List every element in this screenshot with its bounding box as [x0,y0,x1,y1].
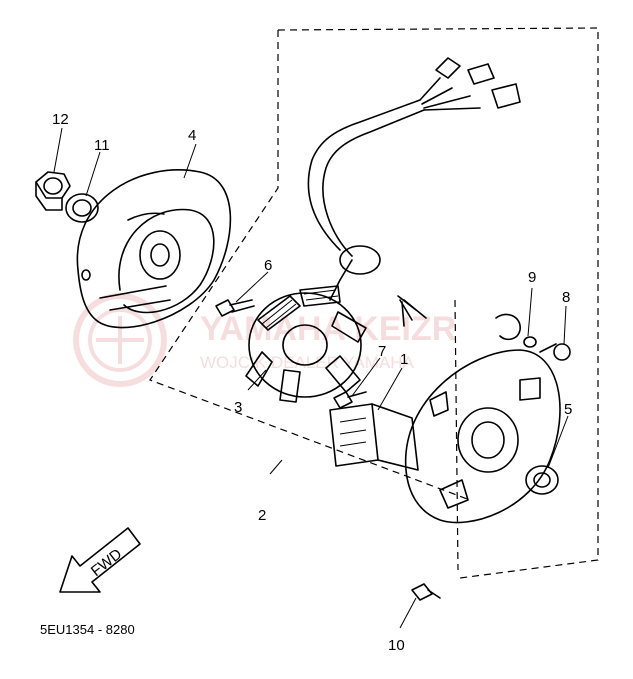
callout-9: 9 [528,269,536,286]
leader-12 [53,127,63,173]
washer-part-11 [65,193,99,223]
rotor-part-4 [76,169,232,329]
leader-3 [247,369,267,391]
oil-seal-part-5 [525,465,559,495]
stator-coil-part-3 [245,285,367,403]
base-plate [404,349,561,524]
leader-lines [53,127,569,629]
drawing-part-number: 5EU1354 - 8280 [40,622,135,637]
nut-part-12 [35,171,71,211]
leader-1 [377,367,403,411]
callout-8: 8 [562,289,570,306]
leader-8 [563,305,567,345]
callout-1: 1 [400,351,408,368]
watermark-logo [73,293,167,387]
leader-2 [269,459,283,475]
callout-numbers: 12 11 4 6 3 7 1 2 5 9 8 10 [52,111,572,654]
callout-10: 10 [388,637,405,654]
fwd-label: FWD [88,546,126,581]
leader-7 [351,357,381,397]
callout-11: 11 [94,137,110,154]
screw-part-8 [539,343,571,361]
callout-12: 12 [52,111,69,128]
wire-harness [307,57,521,327]
leader-9 [527,287,533,337]
callout-6: 6 [264,257,272,274]
callout-3: 3 [234,399,242,416]
callout-4: 4 [188,127,196,144]
callout-5: 5 [564,401,572,418]
leader-5 [547,415,569,469]
leader-11 [85,151,101,197]
watermark-line1: YAMAHA KEIZR [200,310,456,348]
callout-7: 7 [378,343,386,360]
assembly-outline [149,27,599,579]
screw-part-7 [333,391,367,409]
bolt-part-6 [215,299,255,317]
leader-6 [235,271,269,303]
bolt-part-10 [411,583,441,601]
clamp-part-9 [495,313,537,348]
forward-direction-arrow: FWD [59,527,141,593]
leader-4 [183,143,197,179]
leader-10 [399,597,417,629]
callout-2: 2 [258,507,266,524]
pickup-coil-part-1 [329,403,419,471]
